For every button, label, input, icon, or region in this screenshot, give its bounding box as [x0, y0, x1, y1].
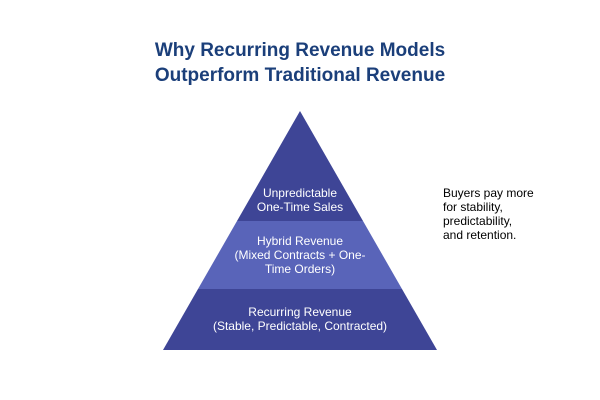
title-line: Outperform Traditional Revenue: [154, 65, 446, 86]
diagram-title: Why Recurring Revenue Models Outperform …: [0, 38, 600, 88]
label-line: (Stable, Predictable, Contracted): [212, 319, 388, 333]
note-line: Buyers pay more: [443, 186, 534, 200]
label-line: Recurring Revenue: [248, 305, 352, 319]
title-line: Why Recurring Revenue Models: [154, 40, 446, 61]
middle-tier-label: Hybrid Revenue (Mixed Contracts + One- T…: [200, 234, 400, 276]
note-line: predictability,: [443, 214, 513, 228]
pyramid-top-tier: [237, 111, 363, 221]
pyramid-middle-tier: [198, 221, 402, 289]
side-note: Buyers pay more for stability, predictab…: [443, 186, 534, 242]
label-line: Unpredictable: [262, 186, 338, 200]
label-line: Hybrid Revenue: [256, 234, 344, 248]
label-line: Time Orders): [264, 262, 336, 276]
label-line: (Mixed Contracts + One-: [234, 248, 366, 262]
pyramid-bottom-tier: [163, 289, 437, 350]
bottom-tier-label: Recurring Revenue (Stable, Predictable, …: [180, 305, 420, 333]
note-line: and retention.: [443, 228, 517, 242]
top-tier-label: Unpredictable One-Time Sales: [230, 186, 370, 214]
note-line: for stability,: [443, 200, 503, 214]
label-line: One-Time Sales: [256, 200, 344, 214]
